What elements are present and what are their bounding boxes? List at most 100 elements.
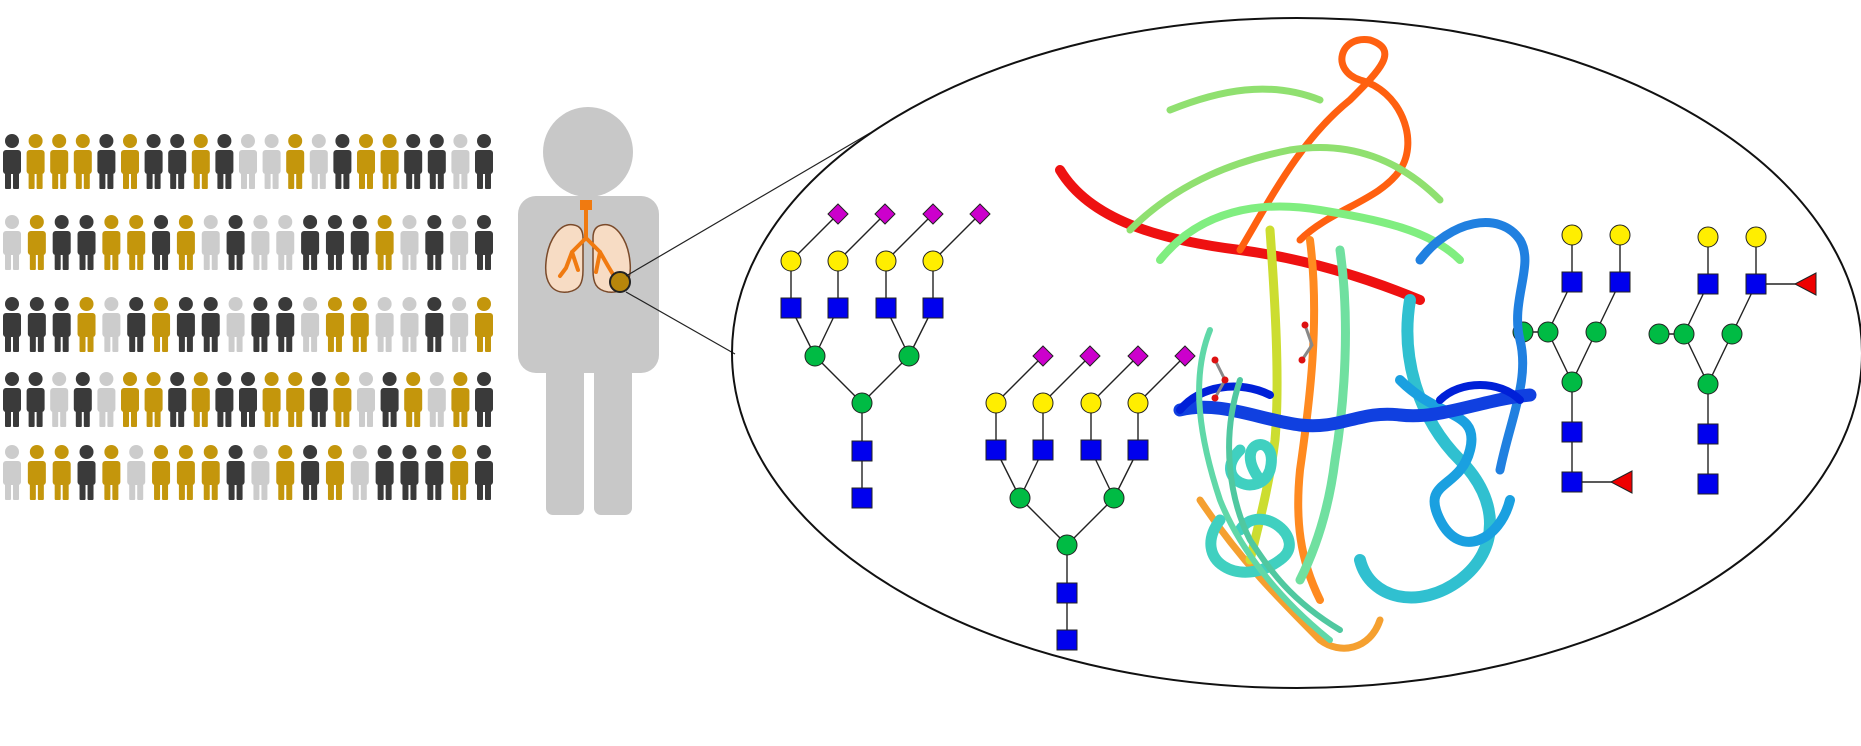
mannose-circle-icon [804,345,826,367]
person-icon [102,445,121,500]
person-icon [427,134,446,189]
person-icon [309,372,328,427]
glycosidic-link [932,213,981,262]
glcnac-square-icon [922,297,944,319]
glcnac-square-icon [875,297,897,319]
person-icon [168,372,187,427]
person-icon [176,445,195,500]
glcnac-square-icon [1056,582,1078,604]
protein-ribbon-segment [1156,202,1464,264]
person-icon [451,372,470,427]
ligand-atom [1211,356,1219,364]
galactose-circle-icon [922,250,944,272]
glcnac-square-icon [780,297,802,319]
person-icon [102,215,121,270]
person-icon [400,215,419,270]
person-icon [333,372,352,427]
person-icon [73,134,92,189]
glcnac-square-icon [1697,473,1719,495]
person-icon [251,445,270,500]
person-icon [286,134,305,189]
silhouette-right-leg [594,340,632,515]
protein-ribbon-segment [1226,377,1343,633]
mannose-circle-icon [1103,487,1125,509]
glycosidic-link [1137,355,1186,404]
person-icon [3,445,21,500]
galactose-circle-icon [1080,392,1102,414]
person-icon [450,215,469,270]
person-icon [50,372,69,427]
person-icon [168,134,187,189]
glcnac-square-icon [1080,439,1102,461]
person-icon [3,297,21,352]
tumor-nodule-icon [609,271,631,293]
mannose-circle-icon [1697,373,1719,395]
person-icon [3,215,21,270]
person-icon [286,372,305,427]
sialic-acid-diamond-icon [922,203,944,225]
airway-tree [558,204,616,278]
person-icon [301,297,320,352]
glcnac-square-icon [1561,471,1583,493]
protein-ribbon-segment [1055,165,1425,305]
silhouette-head [543,107,633,197]
glycosidic-link [814,355,863,404]
ligand-atom [1211,394,1219,402]
mannose-circle-icon [1561,371,1583,393]
protein-ribbon-structure [1055,36,1537,652]
person-icon [301,445,320,500]
person-icon [380,134,399,189]
person-icon [27,445,46,500]
sialic-acid-diamond-icon [827,203,849,225]
glycosidic-link [1042,355,1091,404]
person-icon [427,372,446,427]
galactose-circle-icon [985,392,1007,414]
person-icon [121,372,139,427]
larynx [580,200,592,210]
person-icon [301,215,320,270]
person-icon [475,445,493,500]
glcnac-square-icon [1561,421,1583,443]
zoom-line-top [625,132,871,277]
galactose-circle-icon [1561,224,1583,246]
person-icon [201,215,220,270]
sialic-acid-diamond-icon [874,203,896,225]
person-icon [152,297,171,352]
person-icon [400,297,419,352]
protein-ribbon-segment [1354,294,1496,604]
mannose-circle-icon [1537,321,1559,343]
person-icon [26,134,45,189]
person-icon [262,372,281,427]
glycosidic-link [861,355,910,404]
person-icon [144,372,163,427]
galactose-circle-icon [780,250,802,272]
sialic-acid-diamond-icon [1174,345,1196,367]
person-icon [404,372,423,427]
person-icon [251,215,270,270]
glcnac-square-icon [851,487,873,509]
sialic-acid-diamond-icon [1032,345,1054,367]
person-icon [350,297,369,352]
person-icon [404,134,423,189]
person-icon [215,134,234,189]
ligand-atom [1301,321,1309,329]
galactose-circle-icon [1745,226,1767,248]
person-icon [73,372,92,427]
mannose-circle-icon [1648,323,1670,345]
person-icon [152,215,171,270]
person-icon [226,297,245,352]
ligand-atom [1221,376,1229,384]
person-icon [102,297,121,352]
person-icon [400,445,419,500]
galactose-circle-icon [827,250,849,272]
glycosidic-link [1090,355,1139,404]
glcnac-square-icon [1697,423,1719,445]
glycosidic-link [1066,497,1115,546]
person-icon [215,372,234,427]
person-icon [239,134,257,189]
mannose-circle-icon [1009,487,1031,509]
person-icon [226,445,245,500]
galactose-circle-icon [1609,224,1631,246]
